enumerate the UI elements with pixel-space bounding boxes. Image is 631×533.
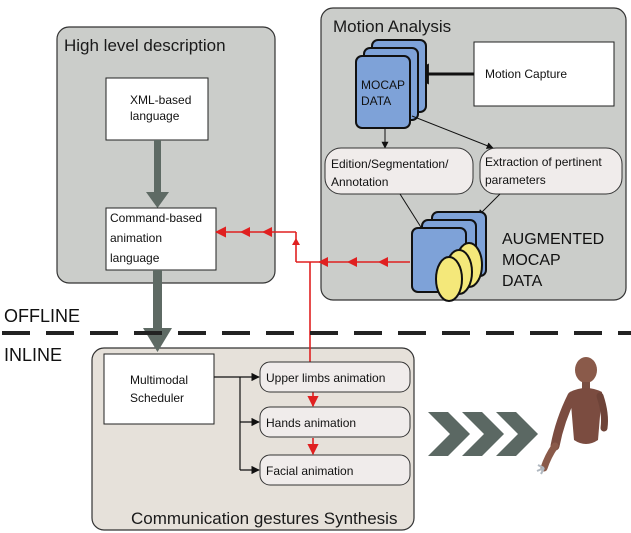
augmented-mocap-stack: [411, 211, 487, 302]
triple-chevron-icon: [428, 412, 538, 456]
offline-label: OFFLINE: [4, 306, 80, 326]
scheduler-line2: Scheduler: [130, 391, 184, 405]
command-language-line1: Command-based: [110, 211, 202, 225]
red-chevron-marks: [240, 227, 388, 267]
edition-line2: Annotation: [331, 175, 388, 189]
augmented-line2: MOCAP: [502, 252, 561, 269]
xml-language-box: [105, 77, 209, 141]
upper-limbs-box: [259, 361, 411, 393]
mocap-to-extraction-arrow: [411, 115, 494, 149]
xml-language-line1: XML-based: [130, 93, 191, 107]
facial-label: Facial animation: [266, 464, 353, 478]
motion-analysis-title: Motion Analysis: [333, 17, 451, 36]
mocap-data-stack: [355, 39, 427, 129]
command-language-line3: language: [110, 251, 160, 265]
scheduler-box: [103, 353, 215, 425]
mocap-line1: MOCAP: [361, 78, 405, 92]
extraction-line2: parameters: [485, 173, 546, 187]
hands-label: Hands animation: [266, 416, 356, 430]
scheduler-connectors: [214, 372, 260, 475]
high-level-title: High level description: [64, 36, 226, 55]
hands-box: [259, 406, 411, 438]
inline-label: INLINE: [4, 345, 62, 365]
extraction-box: [479, 147, 623, 195]
upper-limbs-label: Upper limbs animation: [266, 371, 385, 385]
command-language-line2: animation: [110, 231, 162, 245]
synthesis-title: Communication gestures Synthesis: [131, 509, 397, 528]
augmented-line3: DATA: [502, 273, 543, 290]
motion-capture-label: Motion Capture: [485, 67, 567, 81]
mannequin-figure-icon: [536, 357, 608, 475]
motion-capture-box: [473, 41, 615, 107]
extraction-line1: Extraction of pertinent: [485, 155, 602, 169]
edition-line1: Edition/Segmentation/: [331, 157, 449, 171]
xml-language-line2: language: [130, 109, 180, 123]
edition-to-augmented-arrow: [399, 193, 425, 233]
augmented-line1: AUGMENTED: [502, 231, 604, 248]
big-gray-arrow-1: [146, 140, 169, 208]
edition-box: [324, 147, 474, 195]
scheduler-line1: Multimodal: [130, 373, 188, 387]
mocap-line2: DATA: [361, 94, 391, 108]
facial-box: [259, 454, 411, 486]
command-language-box: [105, 207, 217, 271]
